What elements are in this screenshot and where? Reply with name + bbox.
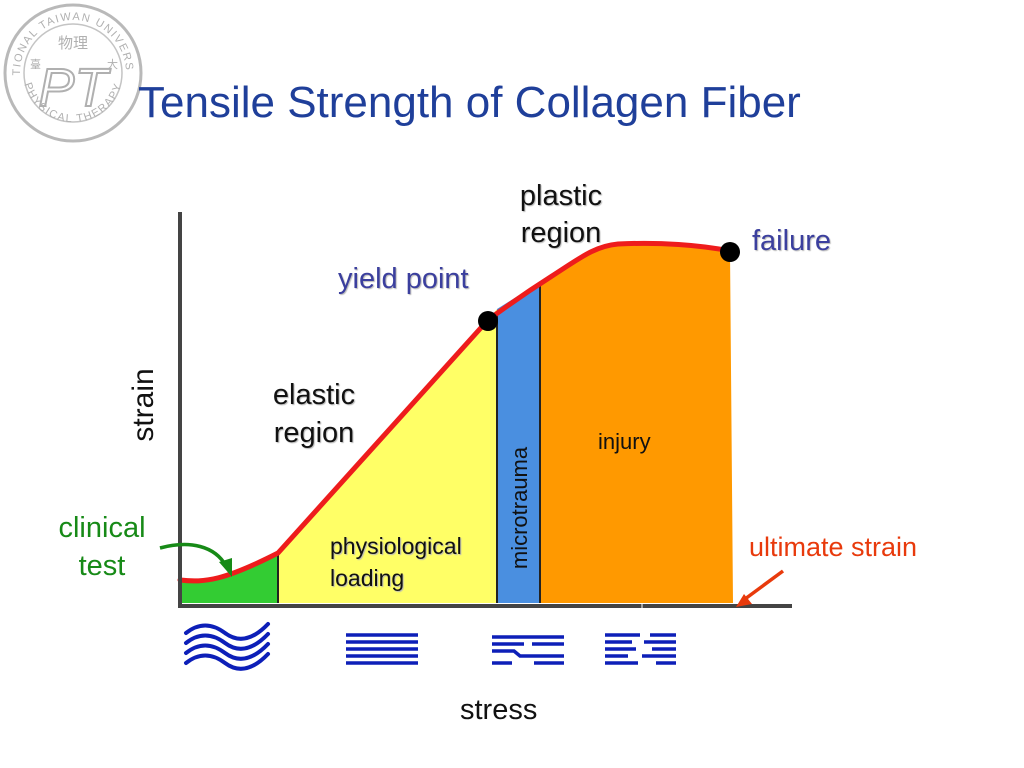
svg-text:臺: 臺 bbox=[30, 57, 41, 71]
plastic-region-label: plastic region bbox=[519, 180, 603, 249]
ruptured-fibers-icon bbox=[605, 633, 676, 665]
crimped-fibers-icon bbox=[184, 622, 270, 671]
y-axis-label: strain bbox=[127, 368, 160, 441]
failure-point-marker bbox=[720, 242, 740, 262]
ultimate-strain-arrow bbox=[743, 569, 785, 601]
partial-tear-fibers-icon bbox=[492, 635, 564, 665]
svg-text:PT: PT bbox=[38, 58, 111, 118]
yield-point-label: yield point bbox=[338, 263, 469, 295]
x-axis-label: stress bbox=[460, 694, 538, 726]
university-seal-logo: NATIONAL TAIWAN UNIVERSITY PHYSICAL THER… bbox=[2, 2, 143, 143]
elastic-region-label: elastic region bbox=[272, 379, 356, 449]
stress-strain-curve bbox=[177, 240, 733, 584]
svg-text:大: 大 bbox=[107, 57, 118, 71]
physiological-region-fill bbox=[278, 309, 497, 603]
injury-label: injury bbox=[598, 429, 651, 454]
page-title: Tensile Strength of Collagen Fiber bbox=[138, 78, 801, 127]
clinical-test-arrow bbox=[159, 542, 228, 567]
yield-point-marker bbox=[478, 311, 498, 331]
failure-label: failure bbox=[752, 225, 831, 257]
svg-text:物理: 物理 bbox=[58, 35, 88, 52]
injury-region-fill bbox=[540, 243, 733, 604]
physiological-loading-label: physiological loading bbox=[330, 533, 462, 591]
microtrauma-region-fill bbox=[497, 282, 540, 603]
straight-fibers-icon bbox=[346, 633, 418, 665]
ultimate-strain-label: ultimate strain bbox=[749, 532, 918, 562]
microtrauma-label: microtrauma bbox=[507, 446, 532, 569]
clinical-test-label: clinical test bbox=[58, 512, 146, 582]
